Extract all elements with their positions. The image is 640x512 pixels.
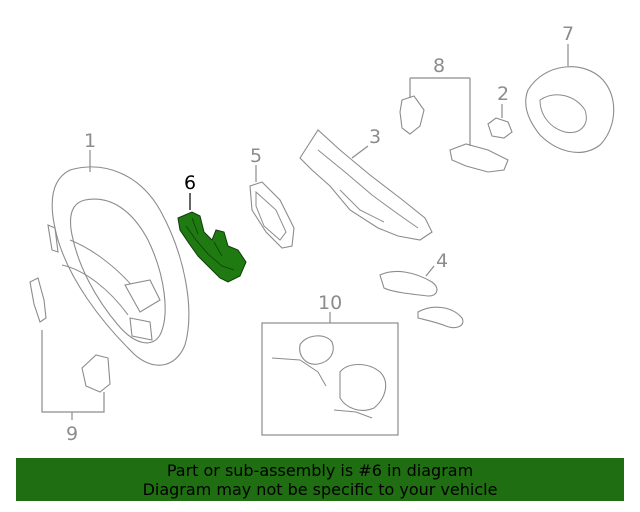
callout-1: 1	[84, 130, 96, 152]
callout-5: 5	[250, 145, 262, 167]
info-banner: Part or sub-assembly is #6 in diagram Di…	[16, 458, 624, 501]
part-10-switch-box	[261, 322, 399, 436]
part-1-steering-wheel	[47, 166, 190, 366]
callout-6: 6	[184, 172, 196, 194]
leader-lines	[41, 44, 569, 420]
part-9-clips	[29, 277, 111, 393]
callout-10: 10	[318, 292, 342, 314]
part-8-switches	[399, 95, 509, 173]
part-5-plate	[249, 181, 295, 249]
callout-3: 3	[369, 126, 381, 148]
part-2-bolt	[487, 117, 513, 139]
callout-4: 4	[436, 250, 448, 272]
part-6-highlighted-bracket	[177, 211, 247, 283]
callout-2: 2	[497, 83, 509, 105]
parts-diagram: 1 2 3 4 5 6 7 8 9 10	[29, 23, 615, 445]
callout-9: 9	[66, 423, 78, 445]
banner-line-2: Diagram may not be specific to your vehi…	[142, 480, 498, 499]
part-7-airbag	[525, 66, 615, 153]
callout-8: 8	[433, 55, 445, 77]
part-3-cover	[299, 129, 433, 241]
banner-line-1: Part or sub-assembly is #6 in diagram	[166, 461, 474, 480]
callout-7: 7	[562, 23, 574, 45]
part-4-trim	[379, 270, 464, 329]
